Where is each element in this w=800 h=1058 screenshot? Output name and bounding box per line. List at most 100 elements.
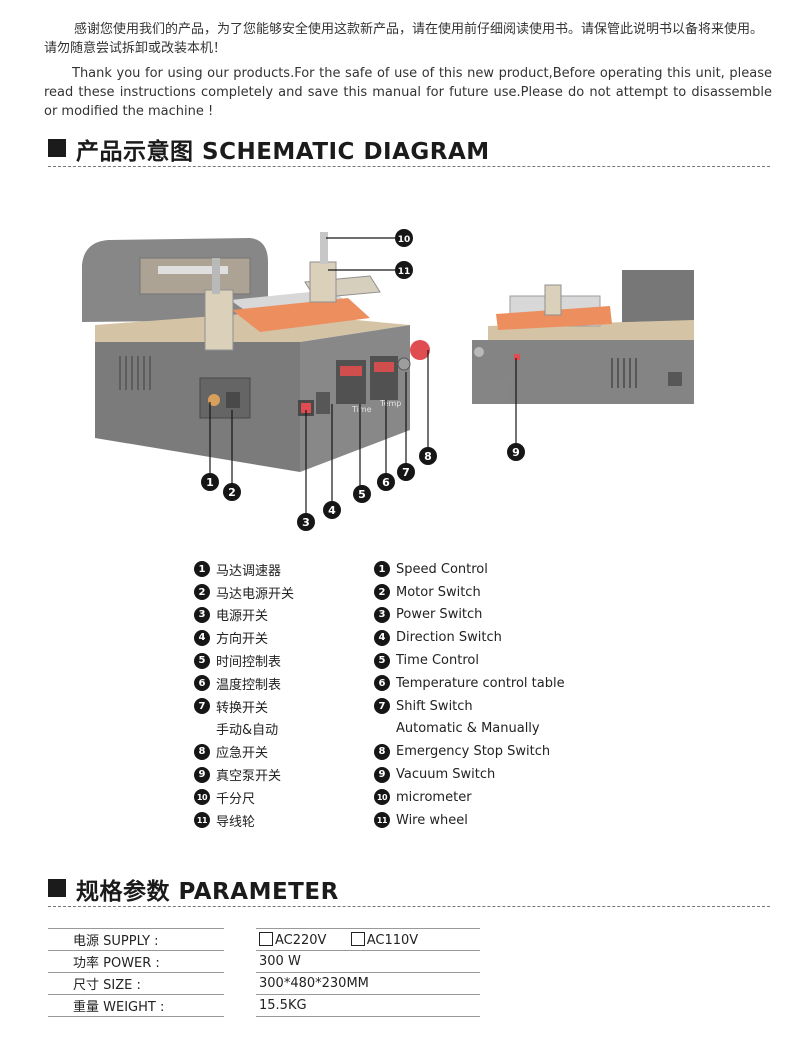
number-badge-icon: 3 [194, 606, 210, 623]
number-badge-icon: 5 [194, 652, 210, 669]
param-value-weight: 15.5KG [256, 994, 480, 1017]
param-label-weight: 重量 WEIGHT : [48, 994, 224, 1017]
svg-text:2: 2 [228, 486, 236, 499]
number-badge-icon: 8 [374, 743, 390, 760]
parameter-title: 规格参数 PARAMETER [76, 879, 339, 905]
svg-text:6: 6 [382, 476, 390, 489]
number-badge-icon: 9 [194, 766, 210, 783]
number-badge-icon: 4 [194, 629, 210, 646]
checkbox-ac110v[interactable] [350, 931, 365, 946]
number-badge-icon: 2 [194, 584, 210, 601]
legend-label: Power Switch [396, 607, 483, 623]
legend-english: 1 Speed Control 2 Motor Switch 3 Power Swit… [374, 558, 565, 832]
callout-5-icon: 5 [353, 485, 371, 503]
legend-label: 温度控制表 [216, 677, 282, 693]
legend-label: Temperature control table [396, 675, 565, 691]
heading-square-icon [48, 139, 66, 157]
list-item: 2 Motor Switch [374, 581, 565, 604]
schematic-diagram: Time Temp 1 2 3 4 5 6 7 8 [82, 229, 694, 531]
number-badge-icon: 5 [374, 652, 390, 669]
list-item: 8 Emergency Stop Switch [374, 740, 565, 763]
legend-label: 时间控制表 [216, 655, 282, 671]
table-row: 功率 POWER : 300 W [48, 950, 480, 973]
param-label-size: 尺寸 SIZE : [48, 972, 224, 995]
parameter-table: 电源 SUPPLY : AC220V AC110V 功率 POWER : 300… [48, 928, 480, 1017]
svg-text:3: 3 [302, 516, 310, 529]
number-badge-icon: 3 [374, 606, 390, 623]
number-badge-icon: 10 [194, 789, 210, 806]
intro-english: Thank you for using our products.For the… [44, 66, 772, 119]
table-row: 电源 SUPPLY : AC220V AC110V [48, 928, 480, 951]
number-badge-icon: 1 [374, 561, 390, 578]
parameter-heading: 规格参数 PARAMETER [48, 872, 770, 907]
param-value-size: 300*480*230MM [256, 972, 480, 995]
callout-8-icon: 8 [419, 447, 437, 465]
legend-label: Motor Switch [396, 584, 481, 600]
legend-label: Emergency Stop Switch [396, 744, 551, 760]
list-item: 手动&自动 [194, 718, 294, 741]
legend-label: 马达电源开关 [216, 586, 295, 602]
legend-label: 转换开关 [216, 700, 269, 716]
list-item: 8 应急开关 [194, 740, 294, 763]
callout-6-icon: 6 [377, 473, 395, 491]
legend-label: Wire wheel [396, 812, 468, 828]
number-badge-icon: 2 [374, 584, 390, 601]
table-row: 尺寸 SIZE : 300*480*230MM [48, 972, 480, 995]
legend-label: Speed Control [396, 561, 488, 577]
machine-side-view [472, 270, 694, 404]
svg-text:1: 1 [206, 476, 214, 489]
table-row: 重量 WEIGHT : 15.5KG [48, 994, 480, 1017]
callout-2-icon: 2 [223, 483, 241, 501]
schematic-title: 产品示意图 SCHEMATIC DIAGRAM [76, 139, 490, 165]
number-badge-icon: 4 [374, 629, 390, 646]
list-item: 11 Wire wheel [374, 809, 565, 832]
svg-text:7: 7 [402, 466, 410, 479]
callout-11-icon: 11 [395, 261, 413, 279]
list-item: 3 Power Switch [374, 604, 565, 627]
svg-text:9: 9 [512, 446, 520, 459]
number-badge-icon: 6 [194, 675, 210, 692]
list-item: 4 Direction Switch [374, 626, 565, 649]
callout-9-icon: 9 [507, 443, 525, 461]
option-ac220v-label: AC220V [275, 932, 327, 948]
number-badge-icon: 11 [374, 812, 390, 829]
legend-label: 应急开关 [216, 746, 269, 762]
callout-7-icon: 7 [397, 463, 415, 481]
legend-label: 马达调速器 [216, 563, 282, 579]
svg-text:11: 11 [398, 267, 411, 277]
list-item: Automatic & Manually [374, 718, 565, 741]
panel-label-temp: Temp [379, 399, 401, 408]
callout-4-icon: 4 [323, 501, 341, 519]
legend-label: Direction Switch [396, 630, 502, 646]
svg-text:4: 4 [328, 504, 336, 517]
legend-label: 千分尺 [216, 791, 256, 807]
checkbox-ac220v[interactable] [259, 931, 273, 946]
list-item: 5 时间控制表 [194, 649, 294, 672]
svg-text:8: 8 [424, 450, 432, 463]
number-badge-icon: 8 [194, 743, 210, 760]
callout-10-icon: 10 [395, 229, 413, 247]
callout-3-icon: 3 [297, 513, 315, 531]
legend-label: 电源开关 [216, 609, 269, 625]
param-label-power: 功率 POWER : [48, 950, 224, 973]
list-item: 10 千分尺 [194, 786, 294, 809]
list-item: 6 温度控制表 [194, 672, 294, 695]
callout-markers: 1 2 3 4 5 6 7 8 9 10 11 [201, 229, 525, 531]
number-badge-icon: 10 [374, 789, 390, 806]
list-item: 1 Speed Control [374, 558, 565, 581]
number-badge-icon: 11 [194, 812, 210, 829]
svg-text:5: 5 [358, 488, 366, 501]
param-label-supply: 电源 SUPPLY : [48, 928, 224, 951]
panel-label-time: Time [351, 405, 372, 414]
legend-label: Automatic & Manually [396, 721, 540, 737]
machine-front-view: Time Temp [82, 232, 430, 472]
